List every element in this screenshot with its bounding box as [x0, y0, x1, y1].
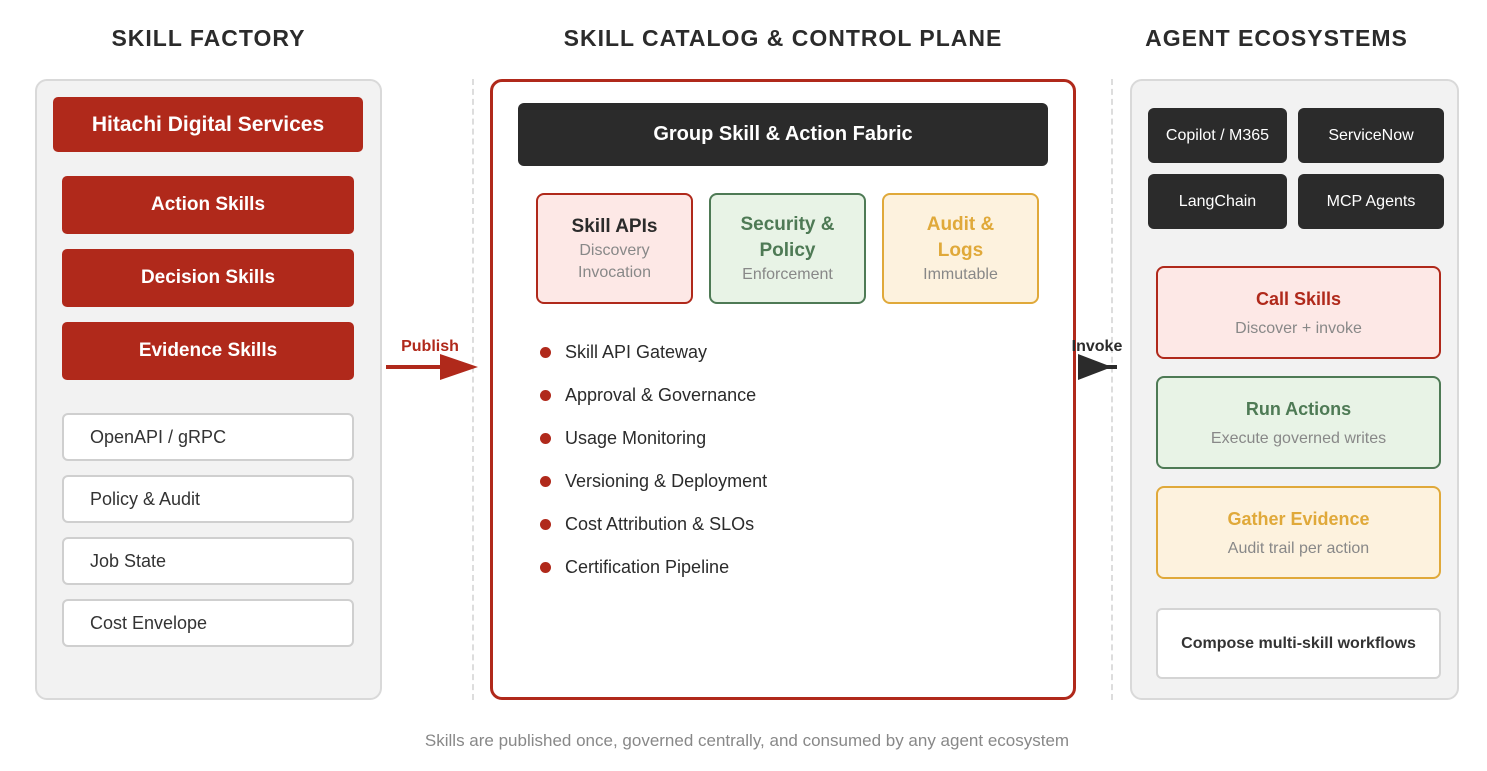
header-skill-factory: SKILL FACTORY — [111, 25, 306, 51]
bullet-icon — [540, 562, 551, 573]
card-audit-logs: Audit & Logs Immutable — [882, 193, 1039, 304]
card-title: Call Skills — [1255, 288, 1342, 309]
card-title: Security & Policy — [740, 213, 835, 261]
publish-arrow-icon — [386, 354, 478, 380]
bullet-icon — [540, 433, 551, 444]
card-title: Skill APIs — [571, 215, 658, 237]
card-sub: Immutable — [923, 265, 998, 283]
fabric-box: Group Skill & Action Fabric — [518, 103, 1048, 166]
card-sub: Audit trail per action — [1227, 539, 1370, 557]
footer-caption: Skills are published once, governed cent… — [424, 731, 1070, 750]
item-label: Approval & Governance — [565, 385, 757, 405]
agent-servicenow: ServiceNow — [1298, 108, 1444, 163]
card-skill-apis: Skill APIs Discovery Invocation — [536, 193, 693, 304]
card-call-skills: Call Skills Discover + invoke — [1156, 266, 1441, 359]
feature-list: Skill API Gateway Approval & Governance … — [540, 342, 767, 578]
list-item: Certification Pipeline — [540, 557, 767, 578]
card-title: Audit & Logs — [926, 213, 995, 261]
publish-label: Publish — [401, 338, 459, 355]
capability-openapi: OpenAPI / gRPC — [62, 413, 354, 461]
invoke-arrow-icon — [1078, 354, 1117, 380]
item-label: Skill API Gateway — [565, 342, 708, 362]
agent-langchain: LangChain — [1148, 174, 1287, 229]
card-sub: Execute governed writes — [1210, 429, 1387, 447]
list-item: Cost Attribution & SLOs — [540, 514, 767, 535]
card-security-policy: Security & Policy Enforcement — [709, 193, 866, 304]
bullet-icon — [540, 390, 551, 401]
header-ecosystems: AGENT ECOSYSTEMS — [1145, 25, 1408, 51]
org-box: Hitachi Digital Services — [53, 97, 363, 152]
capability-cost-envelope: Cost Envelope — [62, 599, 354, 647]
evidence-skills: Evidence Skills — [62, 322, 354, 380]
card-run-actions: Run Actions Execute governed writes — [1156, 376, 1441, 469]
catalog-panel — [490, 79, 1076, 700]
card-sub: Enforcement — [742, 265, 833, 283]
bullet-icon — [540, 519, 551, 530]
agent-copilot: Copilot / M365 — [1148, 108, 1287, 163]
compose-workflows: Compose multi-skill workflows — [1156, 608, 1441, 679]
capability-job-state: Job State — [62, 537, 354, 585]
list-item: Usage Monitoring — [540, 428, 767, 449]
divider — [1111, 79, 1113, 700]
decision-skills: Decision Skills — [62, 249, 354, 307]
card-sub: Discovery Invocation — [578, 241, 651, 281]
item-label: Certification Pipeline — [565, 557, 730, 577]
agent-mcp: MCP Agents — [1298, 174, 1444, 229]
item-label: Versioning & Deployment — [565, 471, 768, 491]
card-sub: Discover + invoke — [1235, 319, 1362, 337]
bullet-icon — [540, 476, 551, 487]
card-title: Run Actions — [1245, 398, 1352, 419]
item-label: Cost Attribution & SLOs — [565, 514, 755, 534]
list-item: Skill API Gateway — [540, 342, 767, 363]
list-item: Approval & Governance — [540, 385, 767, 406]
capability-policy-audit: Policy & Audit — [62, 475, 354, 523]
bullet-icon — [540, 347, 551, 358]
header-catalog: SKILL CATALOG & CONTROL PLANE — [563, 25, 1003, 51]
card-title: Gather Evidence — [1227, 508, 1370, 529]
invoke-label: Invoke — [1071, 338, 1123, 355]
card-gather-evidence: Gather Evidence Audit trail per action — [1156, 486, 1441, 579]
list-item: Versioning & Deployment — [540, 471, 767, 492]
action-skills: Action Skills — [62, 176, 354, 234]
item-label: Usage Monitoring — [565, 428, 707, 448]
divider — [472, 79, 474, 700]
